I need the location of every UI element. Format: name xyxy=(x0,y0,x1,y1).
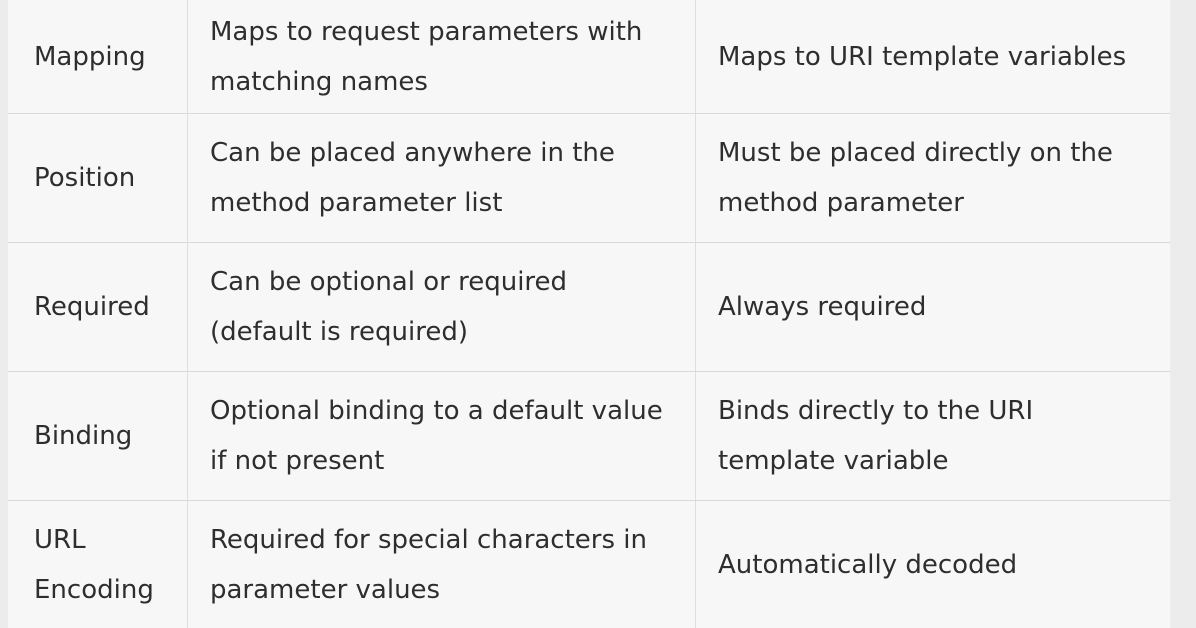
row-label-cell: URL Encoding xyxy=(8,501,188,628)
row-label-cell: Position xyxy=(8,114,188,242)
row-label: URL xyxy=(34,524,86,555)
cell-text-line: Maps to URI template variables xyxy=(718,41,1127,72)
cell-text-line: if not present xyxy=(210,446,385,476)
cell-text-line: (default is required) xyxy=(210,317,469,347)
path-variable-cell: Maps to URI template variables xyxy=(696,0,1170,113)
row-label: Binding xyxy=(34,421,133,451)
cell-text-line: Maps to request parameters with xyxy=(210,16,643,47)
comparison-table: Mapping Maps to request parameters with … xyxy=(8,0,1170,628)
cell-text-line: template variable xyxy=(718,446,949,476)
path-variable-cell: Must be placed directly on the method pa… xyxy=(696,114,1170,242)
cell-text-line: Optional binding to a default value xyxy=(210,396,663,426)
row-label-cell: Binding xyxy=(8,372,188,500)
request-param-cell: Required for special characters in param… xyxy=(188,501,696,628)
row-label-cell: Required xyxy=(8,243,188,371)
cell-text-line: matching names xyxy=(210,66,428,97)
cell-text-line: Can be optional or required xyxy=(210,267,568,297)
path-variable-cell: Always required xyxy=(696,243,1170,371)
request-param-cell: Can be placed anywhere in the method par… xyxy=(188,114,696,242)
row-label: Required xyxy=(34,292,150,322)
row-label: Encoding xyxy=(34,574,154,605)
table-row-position: Position Can be placed anywhere in the m… xyxy=(8,114,1170,243)
request-param-cell: Can be optional or required (default is … xyxy=(188,243,696,371)
cell-text-line: Binds directly to the URI xyxy=(718,396,1034,426)
table-row-binding: Binding Optional binding to a default va… xyxy=(8,372,1170,501)
cell-text-line: Automatically decoded xyxy=(718,549,1018,580)
table-row-mapping: Mapping Maps to request parameters with … xyxy=(8,0,1170,114)
cell-text-line: Always required xyxy=(718,292,927,322)
table-row-required: Required Can be optional or required (de… xyxy=(8,243,1170,372)
cell-text-line: method parameter list xyxy=(210,188,503,218)
row-label: Position xyxy=(34,163,136,193)
path-variable-cell: Automatically decoded xyxy=(696,501,1170,628)
cell-text-line: Can be placed anywhere in the xyxy=(210,138,615,168)
cell-text-line: method parameter xyxy=(718,188,964,218)
path-variable-cell: Binds directly to the URI template varia… xyxy=(696,372,1170,500)
request-param-cell: Optional binding to a default value if n… xyxy=(188,372,696,500)
row-label: Mapping xyxy=(34,41,146,72)
cell-text-line: Required for special characters in xyxy=(210,524,647,555)
cell-text-line: parameter values xyxy=(210,574,441,605)
request-param-cell: Maps to request parameters with matching… xyxy=(188,0,696,113)
cell-text-line: Must be placed directly on the xyxy=(718,138,1113,168)
row-label-cell: Mapping xyxy=(8,0,188,113)
table-row-url-encoding: URL Encoding Required for special charac… xyxy=(8,501,1170,628)
